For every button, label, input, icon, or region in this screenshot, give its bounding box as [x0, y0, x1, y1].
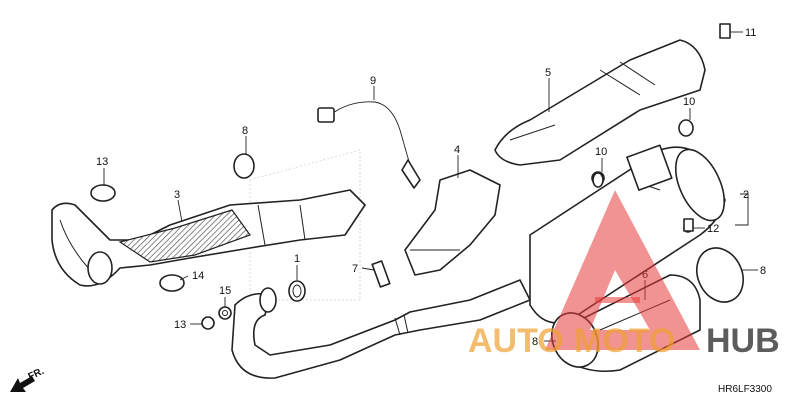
callout-8-rear: 8	[760, 265, 766, 277]
callout-7-lower: 7	[352, 263, 358, 275]
bolt-13	[201, 316, 215, 330]
callout-9: 9	[370, 75, 376, 87]
watermark-text-moto: MOTO	[574, 322, 675, 360]
callout-7-upper: 8	[242, 125, 248, 137]
callout-13: 13	[174, 319, 186, 331]
watermark-text-hub: HUB	[706, 322, 780, 360]
callout-10-top: 10	[683, 96, 695, 108]
callout-2: 2	[743, 189, 749, 201]
clamp-14-upper	[90, 184, 116, 202]
watermark: AUTO MOTO HUB	[468, 190, 780, 360]
diagram-code: HR6LF3300	[718, 384, 772, 395]
exhaust-pipe	[51, 189, 366, 287]
grommet-10-top	[678, 119, 694, 137]
bolt-7-lower	[371, 260, 391, 288]
callout-4: 4	[454, 144, 460, 156]
watermark-text-auto: AUTO	[468, 322, 564, 360]
callout-15: 15	[219, 285, 231, 297]
callout-5: 5	[545, 67, 551, 79]
grommet-10-side	[592, 172, 604, 188]
watermark-triangle-logo	[545, 190, 700, 350]
callout-14-upper: 13	[96, 156, 108, 168]
callout-12: 12	[707, 223, 719, 235]
clamp-14-lower	[159, 274, 185, 292]
clamp-8-rear	[696, 247, 744, 303]
heat-shield-upper	[494, 39, 706, 166]
side-guard	[404, 169, 501, 276]
callout-10-side: 10	[595, 146, 607, 158]
gasket-1	[288, 280, 306, 302]
background-emblem	[249, 149, 361, 301]
nut-12	[683, 218, 694, 232]
direction-label: FR.	[27, 366, 46, 383]
callout-1: 1	[294, 253, 300, 265]
bolt-11	[719, 23, 731, 39]
callout-3: 3	[174, 189, 180, 201]
callout-8-front: 8	[532, 336, 538, 348]
front-direction-arrow: FR.	[10, 366, 46, 392]
joint-pipe	[231, 279, 531, 379]
callout-14-lower: 14	[192, 270, 204, 282]
leader-lines	[103, 31, 758, 342]
clamp-7-upper	[233, 153, 255, 179]
washer-15	[218, 306, 232, 320]
o2-sensor	[317, 101, 421, 189]
callout-11: 11	[745, 27, 756, 39]
